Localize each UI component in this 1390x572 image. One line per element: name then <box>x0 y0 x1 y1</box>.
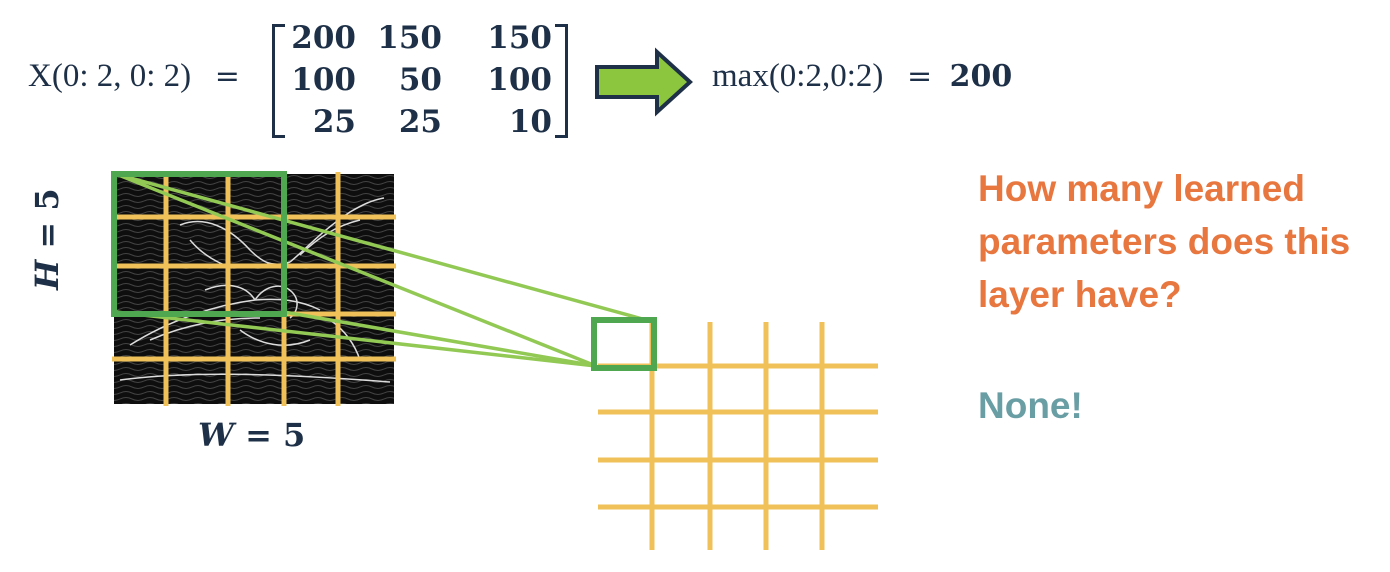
matrix-cell: 100 <box>291 62 356 98</box>
matrix-cell: 50 <box>398 62 442 98</box>
input-matrix: 200 150 150 100 50 100 25 25 10 <box>272 20 568 140</box>
matrix-cell: 25 <box>312 104 356 140</box>
height-variable: H <box>28 259 66 290</box>
width-label: W = 5 <box>198 416 305 454</box>
equation-rhs-value: 200 <box>949 59 1013 94</box>
matrix-row: 200 150 150 <box>290 20 552 60</box>
equation-lhs: X(0: 2, 0: 2) = <box>28 58 240 95</box>
equation-rhs-equals: = <box>906 59 933 94</box>
equation-rhs-function: max(0:2,0:2) <box>712 58 884 94</box>
matrix-cell: 200 <box>291 20 356 56</box>
input-feature-map <box>114 174 394 404</box>
equation-rhs: max(0:2,0:2) = 200 <box>712 58 1012 95</box>
matrix-cell: 25 <box>398 104 442 140</box>
output-grid <box>598 322 878 550</box>
answer-text: None! <box>978 385 1083 426</box>
matrix-row: 100 50 100 <box>290 62 552 102</box>
equation-lhs-equals: = <box>214 59 240 94</box>
width-variable: W <box>198 416 234 454</box>
height-label: H = 5 <box>28 188 66 290</box>
matrix-cell: 150 <box>487 20 552 56</box>
right-arrow-icon <box>595 47 693 117</box>
matrix-right-bracket <box>555 24 568 138</box>
question-text: How many learned parameters does this la… <box>978 168 1351 315</box>
matrix-row: 25 25 10 <box>290 104 552 144</box>
equation-lhs-expression: X(0: 2, 0: 2) <box>28 58 192 94</box>
matrix-cell: 100 <box>487 62 552 98</box>
matrix-left-bracket <box>272 24 285 138</box>
connection-lines <box>115 172 647 368</box>
matrix-cell: 10 <box>508 104 552 140</box>
width-value: = 5 <box>245 416 306 454</box>
matrix-cell: 150 <box>377 20 442 56</box>
pooling-window <box>111 171 287 317</box>
output-cell-highlight <box>591 317 657 371</box>
height-value: = 5 <box>28 188 66 249</box>
